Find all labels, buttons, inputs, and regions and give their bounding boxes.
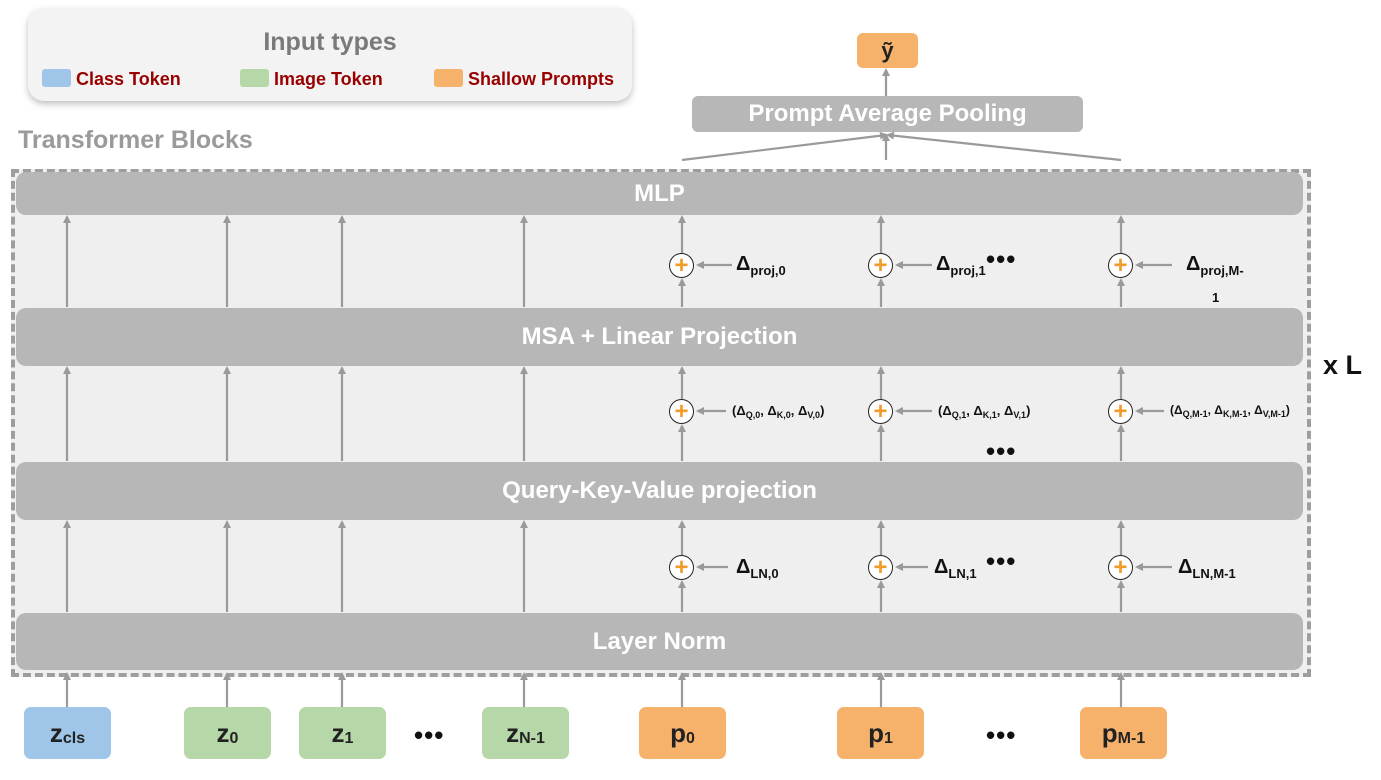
add-icon: + (868, 253, 893, 278)
add-icon: + (669, 253, 694, 278)
delta-sub: LN,M-1 (1192, 566, 1236, 581)
delta-sub: proj,0 (750, 263, 786, 278)
delta-qkv-0: (ΔQ,0, ΔK,0, ΔV,0) (732, 403, 825, 420)
token-main: z (216, 717, 230, 748)
delta-k: K,M-1 (1222, 409, 1248, 419)
token-sub: N-1 (519, 730, 545, 747)
delta-k: K,0 (776, 410, 791, 420)
legend-swatch-class (42, 69, 71, 87)
delta-k: K,1 (982, 410, 997, 420)
layernorm-layer: Layer Norm (16, 613, 1303, 670)
token-sub: M-1 (1117, 730, 1146, 747)
add-icon: + (669, 399, 694, 424)
delta-close: ) (820, 403, 825, 418)
add-icon: + (1108, 399, 1133, 424)
delta-ln-1: ΔLN,1 (934, 556, 977, 581)
mlp-layer: MLP (16, 172, 1303, 215)
delta-ln-m: ΔLN,M-1 (1178, 556, 1236, 581)
transformer-blocks-title: Transformer Blocks (18, 126, 253, 154)
token-main: p (1101, 717, 1118, 748)
prompt-average-pooling: Prompt Average Pooling (692, 96, 1083, 132)
msa-layer: MSA + Linear Projection (16, 308, 1303, 366)
delta-sep: , Δ (760, 403, 777, 418)
legend-swatch-image (240, 69, 269, 87)
legend-label-class: Class Token (76, 69, 181, 89)
delta-q: Q,1 (951, 410, 967, 420)
delta-symbol: Δ (736, 556, 751, 578)
delta-proj-m: Δproj,M- (1186, 253, 1244, 278)
delta-sub: LN,0 (750, 566, 779, 581)
token-sub: 1 (344, 730, 354, 747)
token-sub: 0 (229, 730, 239, 747)
delta-symbol: Δ (1186, 253, 1201, 275)
delta-proj-1: Δproj,1 (936, 253, 986, 278)
delta-symbol: Δ (934, 556, 949, 578)
token-main: p (868, 717, 884, 748)
delta-close: ) (1026, 403, 1031, 418)
token-sub: 0 (685, 730, 695, 747)
delta-sep: , Δ (1207, 403, 1223, 417)
token-main: p (670, 717, 686, 748)
pool-arrow (681, 131, 888, 162)
legend-swatch-prompt (434, 69, 463, 87)
delta-v: V,0 (807, 410, 821, 420)
output-y-hat: ỹ (857, 33, 918, 68)
legend-title: Input types (263, 28, 397, 56)
delta-open: (Δ (938, 403, 952, 418)
delta-close: ) (1285, 403, 1290, 417)
delta-sep: , Δ (966, 403, 983, 418)
token-main: z (506, 717, 520, 748)
token-ellipsis-prompt: ••• (986, 720, 1017, 750)
qkv-ellipsis: ••• (986, 436, 1017, 466)
delta-proj-0: Δproj,0 (736, 253, 786, 278)
delta-sep: , Δ (790, 403, 808, 418)
add-icon: + (868, 555, 893, 580)
legend-box: Input types Class Token Image Token Shal… (28, 8, 632, 101)
delta-qkv-1: (ΔQ,1, ΔK,1, ΔV,1) (938, 403, 1031, 420)
delta-q: Q,M-1 (1182, 409, 1208, 419)
legend-label-prompt: Shallow Prompts (468, 69, 615, 89)
delta-ln-0: ΔLN,0 (736, 556, 779, 581)
delta-sep: , Δ (996, 403, 1014, 418)
add-icon: + (868, 399, 893, 424)
add-icon: + (669, 555, 694, 580)
repeat-label: x L (1323, 350, 1363, 380)
delta-sub: proj,1 (950, 263, 986, 278)
delta-open: (Δ (1170, 403, 1183, 417)
token-sub: 1 (883, 730, 893, 747)
ln-ellipsis: ••• (986, 546, 1017, 576)
delta-sep: , Δ (1247, 403, 1263, 417)
delta-symbol: Δ (736, 253, 751, 275)
delta-v: V,1 (1013, 410, 1027, 420)
qkv-layer: Query-Key-Value projection (16, 462, 1303, 520)
token-main: z (49, 717, 63, 748)
delta-qkv-m: (ΔQ,M-1, ΔK,M-1, ΔV,M-1) (1170, 403, 1290, 419)
delta-symbol: Δ (936, 253, 951, 275)
delta-symbol: Δ (1178, 556, 1193, 578)
delta-proj-m-wrap: 1 (1212, 290, 1220, 305)
delta-sub: LN,1 (948, 566, 977, 581)
pool-arrow (886, 131, 1122, 162)
legend-label-image: Image Token (274, 69, 383, 89)
delta-q: Q,0 (745, 410, 761, 420)
add-icon: + (1108, 555, 1133, 580)
delta-open: (Δ (732, 403, 746, 418)
delta-v: V,M-1 (1262, 409, 1286, 419)
delta-sub: proj,M- (1200, 263, 1244, 278)
token-sub: cls (62, 730, 86, 747)
token-main: z (331, 717, 345, 748)
token-ellipsis-image: ••• (414, 720, 445, 750)
add-icon: + (1108, 253, 1133, 278)
proj-ellipsis: ••• (986, 244, 1017, 274)
